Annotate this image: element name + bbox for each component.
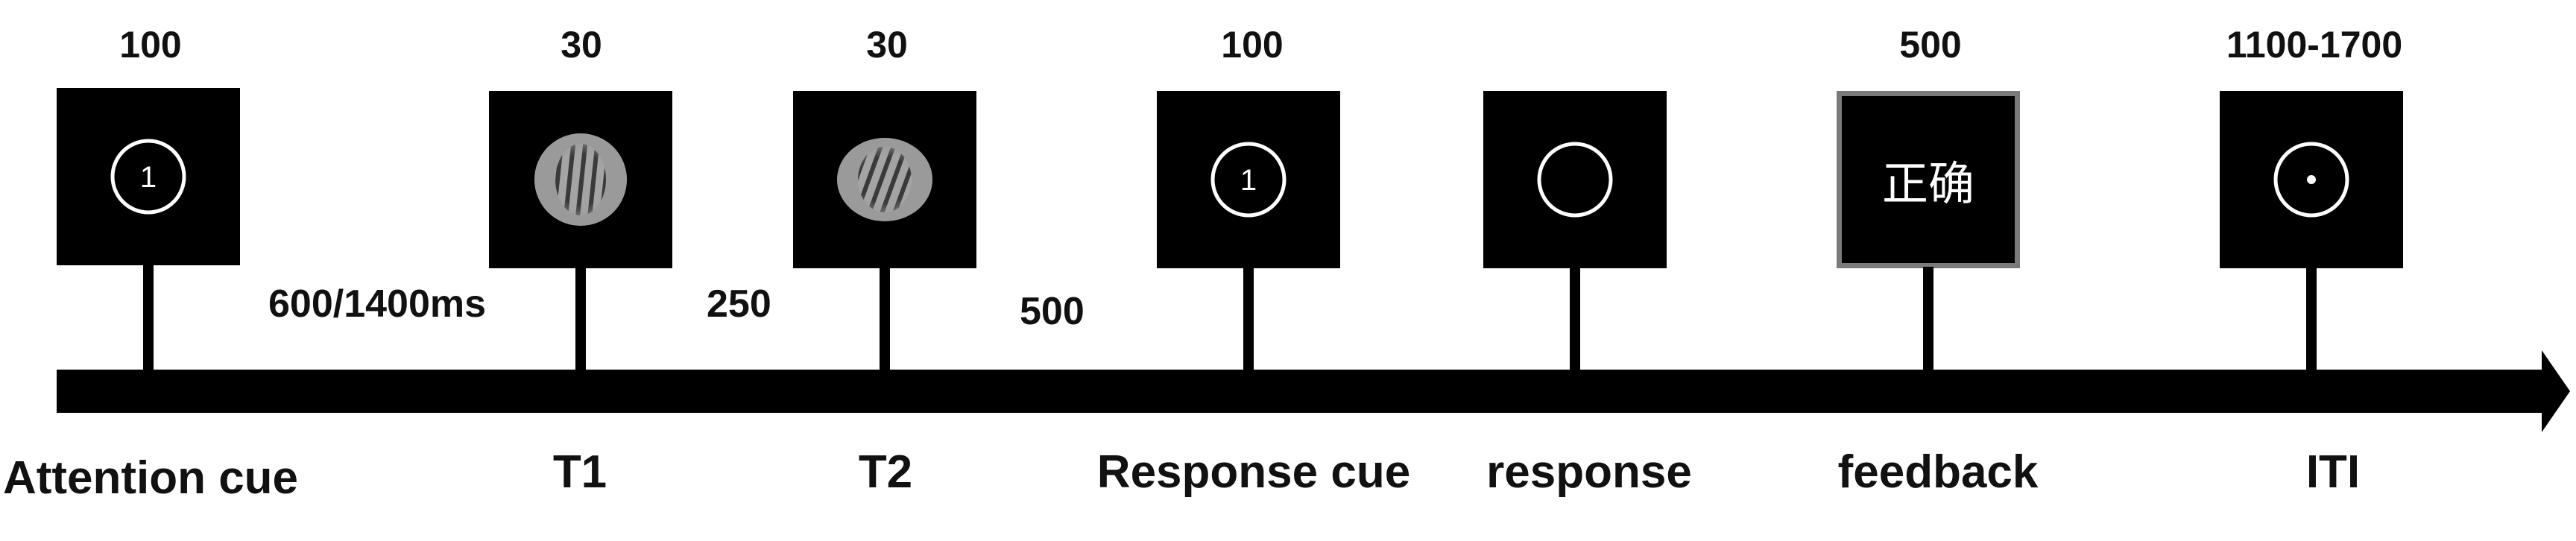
- timeline-arrowhead: [2542, 350, 2570, 432]
- attention-cue-digit: 1: [140, 161, 157, 194]
- stem-t1: [575, 267, 586, 371]
- label-response: response: [1486, 446, 1692, 498]
- fixation-dot-icon: [2273, 142, 2349, 218]
- attention-cue-screen: 1: [57, 88, 240, 265]
- duration-iti: 1100-1700: [2226, 24, 2403, 66]
- response-cue-screen: 1: [1157, 91, 1340, 268]
- interval-t1-t2: 250: [707, 282, 771, 326]
- interval-cue-t1: 600/1400ms: [268, 282, 487, 326]
- grating-stimulus-icon: [534, 133, 627, 226]
- response-cue-digit: 1: [1240, 164, 1257, 197]
- stem-response-cue: [1243, 267, 1254, 371]
- label-attention-cue: Attention cue: [2, 452, 299, 504]
- label-feedback: feedback: [1837, 446, 2039, 498]
- duration-response-cue: 100: [1221, 24, 1284, 66]
- feedback-screen: 正确: [1837, 91, 2020, 268]
- stem-feedback: [1923, 267, 1933, 371]
- feedback-text: 正确: [1881, 156, 1974, 211]
- t2-screen: [793, 91, 976, 268]
- empty-circle-icon: [1537, 142, 1613, 218]
- digit-cue-icon: 1: [110, 139, 186, 215]
- stem-iti: [2306, 267, 2317, 371]
- stem-response: [1570, 267, 1580, 371]
- label-response-cue: Response cue: [1096, 446, 1411, 498]
- duration-t1: 30: [561, 24, 602, 66]
- interval-t2-response-cue: 500: [1020, 290, 1085, 333]
- label-t1: T1: [552, 446, 607, 498]
- iti-screen: [2220, 91, 2403, 268]
- label-t2: T2: [858, 446, 913, 498]
- response-screen: [1483, 91, 1667, 268]
- label-iti: ITI: [2305, 446, 2361, 498]
- digit-cue-icon: 1: [1210, 142, 1287, 218]
- duration-t2: 30: [866, 24, 908, 66]
- stem-attention-cue: [143, 265, 154, 371]
- t1-screen: [489, 91, 672, 268]
- stem-t2: [880, 267, 890, 371]
- duration-attention-cue: 100: [119, 24, 182, 66]
- grating-stimulus-icon: [837, 138, 932, 221]
- timeline-bar: [57, 370, 2546, 413]
- duration-feedback: 500: [1899, 24, 1962, 66]
